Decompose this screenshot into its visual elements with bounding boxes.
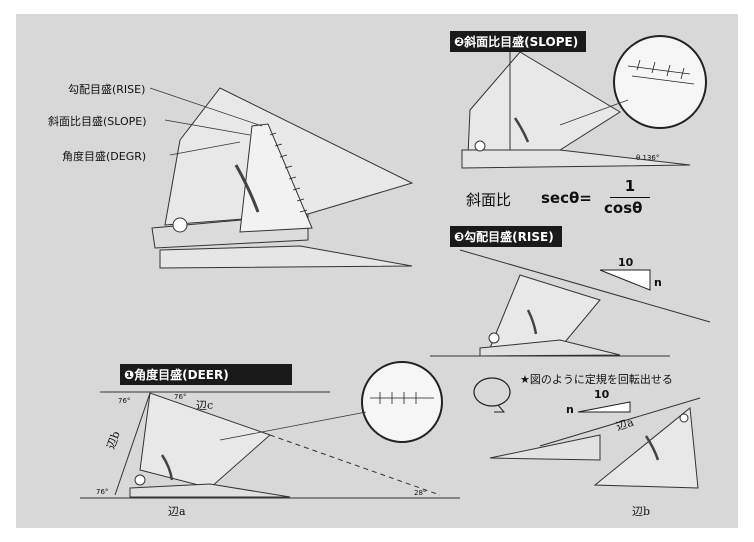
slope-scale-label: 斜面比目盛(SLOPE) [48, 115, 147, 128]
rotate-note: ★図のように定規を回転出せる [520, 373, 673, 386]
label-leader-lines [149, 87, 263, 156]
slope-angle-label: θ 136° [636, 154, 660, 162]
side-b2-label: 辺b [632, 505, 651, 518]
angle-label-1: 76° [118, 397, 131, 405]
degree-scale-label: 角度目盛(DEGR) [62, 150, 147, 163]
slope-section-header: ❷斜面比目盛(SLOPE) [450, 31, 587, 52]
angle-label-4: 28° [414, 489, 427, 497]
formula-left: 斜面比 [466, 191, 512, 209]
rotate-example [473, 377, 701, 489]
slope-ruler [461, 35, 707, 169]
rotate-triangle-top: 10 [594, 388, 610, 401]
rise-ruler [430, 249, 711, 357]
rise-section-header: ❸勾配目盛(RISE) [450, 226, 562, 247]
main-ruler [151, 87, 414, 269]
angle-label-3: 76° [96, 488, 109, 496]
rise-triangle-top: 10 [618, 256, 634, 269]
degree-example [80, 361, 460, 499]
angle-label-2: 76° [174, 393, 187, 401]
formula-fraction-bar [610, 197, 650, 198]
formula-sec: secθ= [541, 189, 592, 207]
side-a-label: 辺a [168, 505, 186, 518]
side-c-label: 辺c [196, 399, 214, 412]
rise-triangle-side: n [654, 276, 662, 289]
formula-numerator: 1 [624, 177, 636, 195]
rise-scale-label: 勾配目盛(RISE) [68, 83, 146, 96]
degree-section-header: ❶角度目盛(DEER) [120, 364, 292, 385]
formula-denominator: cosθ [604, 199, 643, 217]
rotate-triangle-side: n [566, 403, 574, 416]
